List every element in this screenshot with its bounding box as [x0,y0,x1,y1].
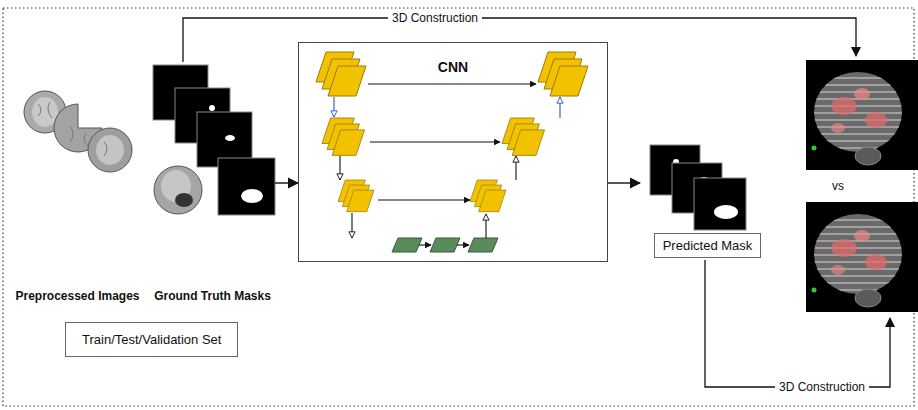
brain-slices [38,102,52,118]
predicted-mask-images [650,145,746,230]
brain-slice-lesion [175,193,193,207]
unet-arrows [378,199,470,200]
unet-layers [392,238,422,252]
flow-arrow [608,182,640,183]
unet-arrows [370,141,500,142]
comparison-label: vs [832,179,844,193]
line-label: 3D Construction [775,380,869,394]
unet-layers [316,52,366,96]
node-label: Train/Test/Validation Set [82,332,221,347]
3d-render [806,202,918,312]
brain-slices [24,91,132,172]
unet-arrows [339,156,340,180]
prediction-group: Predicted Mask [640,140,775,258]
node-label: Predicted Mask [654,233,762,258]
node-label: Preprocessed Images [15,289,139,303]
unet-arrows [368,83,536,84]
unet-arrows [485,214,486,238]
dotted-frame [3,8,914,406]
unet-layers [338,180,374,212]
mask-images [218,158,275,215]
predicted-mask-images [714,205,738,219]
brain-slices [70,126,88,146]
unet-layers [468,238,498,252]
brain-slices [88,128,132,172]
unet-layers [316,52,588,252]
brain-slice-lesion [154,166,202,214]
predicted-mask-images [694,178,746,230]
unet-layers [322,118,365,155]
unet-arrows [559,97,560,118]
line-label: 3D Construction [388,11,482,25]
construction-line [183,18,856,62]
unet-layers [470,180,506,212]
dataset-box: Train/Test/Validation Set [65,322,238,357]
brain-slices [104,142,107,156]
unet-arrows [457,244,469,245]
unet-layers [502,118,545,155]
node-label: CNN [438,59,468,75]
flow-arrow [275,182,298,183]
brain-slices [96,135,124,165]
mask-images [241,189,263,203]
mask-group: Ground Truth Masks [150,60,275,303]
unet-arrows [515,156,516,180]
cnn-box: CNN [298,42,608,262]
unet-layers [430,238,460,252]
node-label: Ground Truth Masks [154,289,271,303]
image-group: Preprocessed Images [5,88,150,303]
3d-render [806,60,918,170]
mask-images [153,65,275,215]
mask-images [225,135,235,141]
unet-arrows [333,97,334,117]
brain-slice-lesion [154,166,202,214]
mask-images [209,105,215,111]
unet-arrows [351,213,352,238]
unet-arrows [334,84,560,245]
unet-layers [538,52,588,96]
unet-arrows [419,244,431,245]
